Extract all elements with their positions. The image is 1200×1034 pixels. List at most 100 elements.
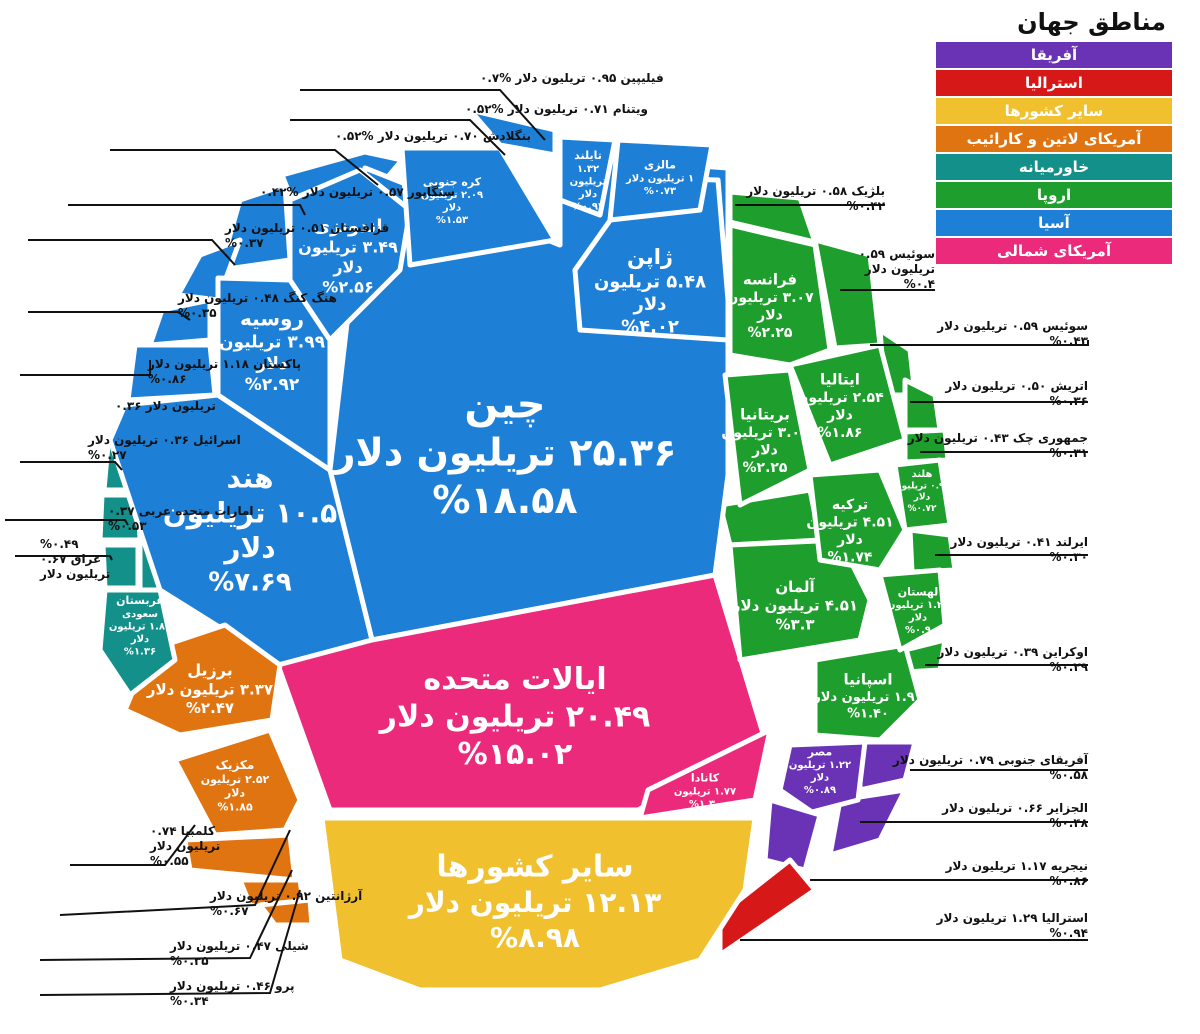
cell-label-11-1: ۴.۵۱ تریلیون دلار <box>731 597 858 615</box>
cell-label-2-3: %۴.۰۲ <box>621 316 679 337</box>
cell-label-14-1: ۳.۰۷ تریلیون <box>721 425 809 441</box>
callout-label-13-1: %۰.۴۳ <box>1049 334 1088 348</box>
legend-item-australia: استرالیا <box>936 70 1172 98</box>
cell-22 <box>777 739 868 815</box>
cell-label-22-0: مصر <box>807 745 833 758</box>
callout-leader-23 <box>59 829 291 916</box>
cell-label-8-2: %۱۵.۰۲ <box>458 737 573 772</box>
cell-label-2-0: ژاپن <box>627 245 673 269</box>
cell-3 <box>215 275 333 473</box>
cell-label-13-3: %۲.۲۵ <box>748 325 793 341</box>
filler-cell-13 <box>902 377 943 433</box>
cell-label-5-0: کره جنوبی <box>423 175 482 188</box>
callout-label-18-0: آفریقای جنوبی ۰.۷۹ تریلیون دلار <box>892 752 1089 768</box>
cell-label-10-1: ۱۲.۱۳ تریلیون دلار <box>407 886 662 919</box>
cell-label-21-0: عربستان <box>116 594 164 607</box>
callout-label-0-0: فیلیپین ۰.۹۵ تریلیون دلار %۰.۷ <box>480 71 664 86</box>
callout-leader-5 <box>28 311 191 321</box>
cell-label-15-2: دلار <box>826 408 853 424</box>
callout-label-24-0: شیلی ۰.۴۷ تریلیون دلار <box>169 939 309 954</box>
legend-item-asia: آسیا <box>936 210 1172 238</box>
callout-label-5-1: %۰.۳۵ <box>178 306 217 320</box>
callout-label-10-1: عراق ۰.۶۷ <box>40 552 101 566</box>
callout-leader-9 <box>5 519 129 526</box>
cell-label-3-0: روسیه <box>240 307 304 331</box>
cell-label-2-2: دلار <box>632 294 666 315</box>
callout-label-16-1: %۰.۳۰ <box>1049 550 1088 564</box>
cell-label-1-1: ۱۰.۵ تریلیون <box>163 496 337 529</box>
callout-label-12-1: تریلیون دلار <box>864 262 935 277</box>
cell-label-18-3: %۰.۷۲ <box>908 504 937 514</box>
cell-label-21-4: %۱.۳۶ <box>124 646 156 657</box>
cell-label-4-0: اندونزی <box>314 216 383 237</box>
cell-label-7-1: ۱ تریلیون دلار <box>625 173 694 184</box>
callout-label-15-1: %۰.۳۱ <box>1049 446 1088 460</box>
callout-leader-25 <box>39 889 301 996</box>
callout-label-11-0: بلژیک ۰.۵۸ تریلیون دلار <box>745 184 885 199</box>
callout-label-4-1: %۰.۳۷ <box>225 236 264 250</box>
cell-16 <box>812 642 923 743</box>
cell-label-13-2: دلار <box>756 308 783 324</box>
callout-label-20-1: %۰.۸۶ <box>1049 874 1088 888</box>
callout-leader-13 <box>870 340 1089 346</box>
cell-label-1-2: دلار <box>222 531 275 564</box>
legend-item-other-countries: سایر کشورها <box>936 98 1172 126</box>
cell-label-15-0: ایتالیا <box>820 370 860 388</box>
callout-leader-4 <box>28 239 236 266</box>
callout-label-13-0: سوئیس ۰.۵۹ تریلیون دلار <box>936 319 1088 334</box>
cell-label-0-0: چین <box>464 382 545 428</box>
callout-leader-24 <box>39 869 293 961</box>
cell-label-19-2: %۲.۴۷ <box>186 699 234 717</box>
callout-label-16-0: ایرلند ۰.۴۱ تریلیون دلار <box>949 535 1088 550</box>
cell-label-18-0: هلند <box>912 469 933 480</box>
cell-label-13-0: فرانسه <box>743 270 797 288</box>
cell-label-21-2: ۱.۸۶ تریلیون <box>109 621 171 632</box>
callout-label-9-0: امارات متحده عربی ۰.۳۷ <box>108 504 254 518</box>
cell-12 <box>807 467 908 573</box>
cell-label-18-1: ۰.۹۸ تریلیون <box>894 481 951 491</box>
callout-label-25-1: %۰.۳۴ <box>170 994 209 1008</box>
cell-label-3-1: ۳.۹۹ تریلیون <box>219 333 326 353</box>
cell-20 <box>172 727 303 838</box>
callout-label-9-1: %۰.۵۳ <box>108 519 147 533</box>
callout-label-20-0: نیجریه ۱.۱۷ تریلیون دلار <box>945 859 1088 874</box>
cell-label-7-2: %۰.۷۳ <box>644 186 676 197</box>
cell-label-14-0: بریتانیا <box>740 405 790 423</box>
callout-label-24-1: %۰.۳۵ <box>170 954 209 968</box>
callout-label-22-1: تریلیون دلار <box>149 839 220 854</box>
callout-label-12-2: %۰.۴ <box>904 277 935 291</box>
cell-label-10-0: سایر کشورها <box>436 849 633 884</box>
cell-label-6-0: تایلند <box>574 149 602 162</box>
cell-7 <box>607 137 715 223</box>
cell-label-1-0: هند <box>226 461 273 494</box>
cell-label-4-1: ۳.۴۹ تریلیون <box>298 237 398 256</box>
cell-14 <box>722 367 813 508</box>
callout-label-6-1: %۰.۸۶ <box>148 372 187 386</box>
cell-label-20-2: دلار <box>224 787 246 800</box>
callout-label-10-0: %۰.۴۹ <box>40 537 79 551</box>
cell-label-17-3: %۰.۹ <box>905 625 931 636</box>
cell-label-20-0: مکزیک <box>216 758 255 772</box>
cell-label-9-1: ۱.۷۷ تریلیون <box>674 786 736 797</box>
cell-label-5-3: %۱.۵۳ <box>436 215 468 226</box>
cell-label-12-2: دلار <box>836 532 863 548</box>
callout-label-14-1: %۰.۳۶ <box>1049 394 1088 408</box>
callout-leader-10 <box>15 555 113 561</box>
cell-label-11-2: %۳.۳ <box>775 615 814 633</box>
cell-label-16-0: اسپانیا <box>843 670 892 689</box>
cell-label-22-2: دلار <box>810 773 829 784</box>
cell-label-14-2: دلار <box>751 443 778 459</box>
cell-label-4-2: دلار <box>332 257 362 276</box>
callout-label-11-1: %۰.۴۲ <box>846 199 885 213</box>
cell-label-16-2: %۱.۴۰ <box>847 706 889 721</box>
cell-label-0-1: ۲۵.۳۶ تریلیون دلار <box>332 431 677 475</box>
filler-cell-14 <box>902 427 951 465</box>
cell-label-11-0: آلمان <box>775 578 815 596</box>
cell-18 <box>892 457 953 533</box>
callout-leader-3 <box>68 204 306 216</box>
filler-cell-15 <box>907 527 958 575</box>
cell-label-2-1: ۵.۴۸ تریلیون <box>594 271 706 292</box>
cell-label-8-1: ۲۰.۴۹ تریلیون دلار <box>378 699 651 734</box>
callout-label-3-0: سنگاپور ۰.۵۷ تریلیون دلار %۰.۴۲ <box>260 185 455 200</box>
